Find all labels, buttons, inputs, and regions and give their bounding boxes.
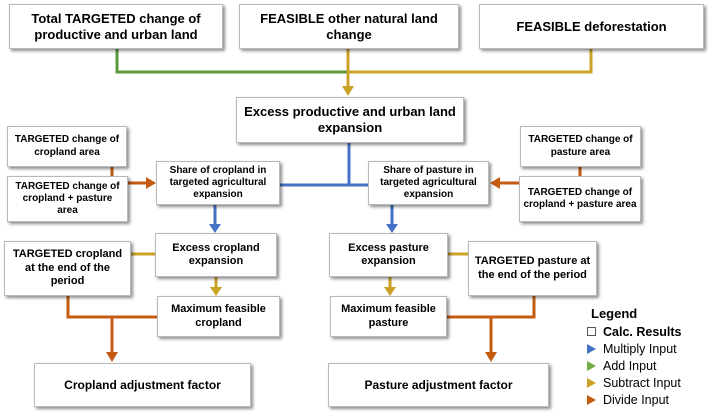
box-targeted-cropland-area: TARGETED change of cropland area xyxy=(7,126,127,167)
box-targeted-pasture-end: TARGETED pasture at the end of the perio… xyxy=(468,241,597,296)
legend-label: Add Input xyxy=(603,358,657,373)
arrowhead-multiply xyxy=(209,224,221,233)
box-pasture-adjustment-factor: Pasture adjustment factor xyxy=(328,363,549,407)
legend-item-calc-results: Calc. Results xyxy=(583,323,708,340)
arrowhead-divide xyxy=(146,177,156,189)
box-max-feasible-cropland: Maximum feasible cropland xyxy=(157,296,280,337)
box-cropland-adjustment-factor: Cropland adjustment factor xyxy=(34,363,251,407)
triangle-icon xyxy=(583,343,599,354)
box-max-feasible-pasture: Maximum feasible pasture xyxy=(330,296,447,337)
connector-add xyxy=(115,48,348,74)
box-targeted-cropland-pasture-left: TARGETED change of cropland + pasture ar… xyxy=(7,176,128,222)
legend-title: Legend xyxy=(591,306,638,321)
legend-label: Divide Input xyxy=(603,392,670,407)
box-total-targeted-change: Total TARGETED change of productive and … xyxy=(9,4,223,49)
legend-item-add: Add Input xyxy=(583,357,708,374)
arrowhead-multiply xyxy=(386,224,398,233)
legend-item-multiply: Multiply Input xyxy=(583,340,708,357)
triangle-icon xyxy=(583,394,599,405)
connector-subtract xyxy=(348,48,593,74)
arrowhead-divide xyxy=(490,177,500,189)
box-feasible-other-natural-land-change: FEASIBLE other natural land change xyxy=(239,4,459,49)
box-targeted-cropland-pasture-right: TARGETED change of cropland + pasture ar… xyxy=(519,176,641,222)
box-targeted-cropland-end: TARGETED cropland at the end of the peri… xyxy=(4,241,131,296)
legend-item-subtract: Subtract Input xyxy=(583,374,708,391)
legend-item-divide: Divide Input xyxy=(583,391,708,408)
box-excess-cropland: Excess cropland expansion xyxy=(155,233,277,277)
legend-label: Subtract Input xyxy=(603,375,681,390)
square-icon xyxy=(583,327,599,336)
box-share-cropland: Share of cropland in targeted agricultur… xyxy=(156,161,280,205)
triangle-icon xyxy=(583,360,599,371)
triangle-icon xyxy=(583,377,599,388)
connector-divide xyxy=(66,296,158,319)
connector-divide xyxy=(447,296,536,319)
box-share-pasture: Share of pasture in targeted agricultura… xyxy=(368,161,489,205)
arrowhead-divide xyxy=(485,352,497,362)
legend-label: Multiply Input xyxy=(603,341,677,356)
box-excess-pasture: Excess pasture expansion xyxy=(329,233,448,277)
legend-label: Calc. Results xyxy=(603,324,682,339)
arrowhead-divide xyxy=(106,352,118,362)
box-feasible-deforestation: FEASIBLE deforestation xyxy=(479,4,704,49)
box-targeted-pasture-area: TARGETED change of pasture area xyxy=(520,126,641,167)
arrowhead-subtract xyxy=(384,287,396,296)
box-excess-productive-urban: Excess productive and urban land expansi… xyxy=(236,97,464,143)
legend: Legend Calc. Results Multiply Input Add … xyxy=(583,306,708,408)
arrowhead-subtract xyxy=(342,86,354,96)
arrowhead-subtract xyxy=(210,287,222,296)
